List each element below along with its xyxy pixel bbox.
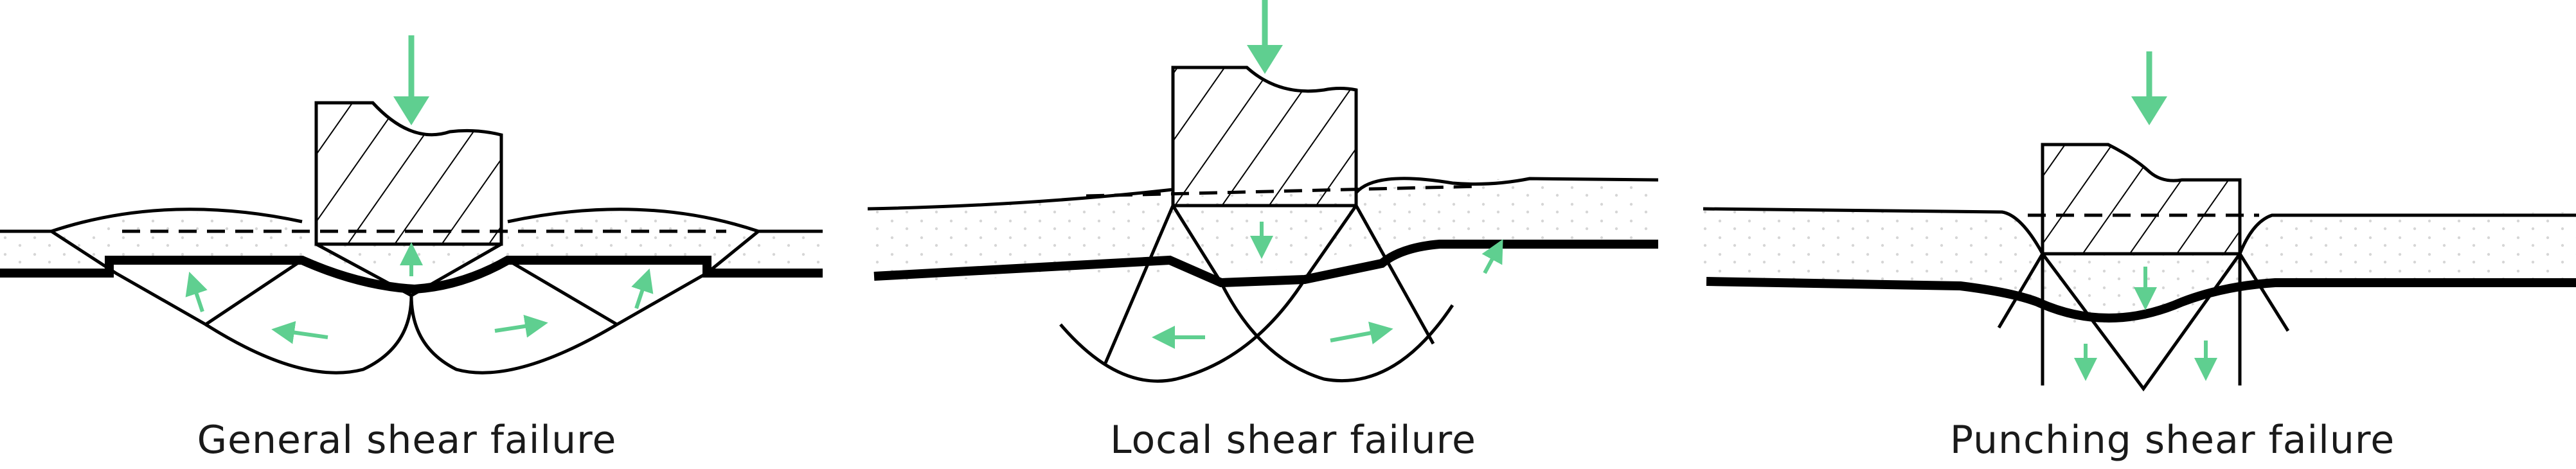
local-shear-failure-figure <box>867 0 1659 383</box>
caption-local-shear-failure: Local shear failure <box>1110 418 1476 463</box>
general-shear-failure-figure <box>0 35 823 375</box>
local-failure-wedge <box>1171 204 1358 286</box>
general-footing <box>314 101 503 246</box>
general-ground-surface-right <box>507 208 823 233</box>
movement-arrow-icon <box>1481 239 1503 274</box>
local-ground-surface-left <box>867 188 1174 211</box>
down-arrow-head-icon <box>393 96 429 125</box>
punching-ground-surface-left <box>1703 207 2044 255</box>
caption-general-shear-failure: General shear failure <box>197 418 617 463</box>
movement-arrow-icon <box>271 321 328 344</box>
movement-arrow-icon <box>1330 321 1393 345</box>
down-arrow-head-icon <box>1247 45 1283 74</box>
punching-failure-wedge <box>2041 252 2242 392</box>
local-original-ground-dashed <box>1086 184 1479 198</box>
movement-arrow-icon <box>494 314 548 338</box>
caption-punching-shear-failure: Punching shear failure <box>1949 418 2395 463</box>
punching-shear-failure-figure <box>1703 51 2576 392</box>
punching-ground-surface-right <box>2238 213 2576 254</box>
general-sand-layer <box>0 213 823 267</box>
movement-arrow-icon <box>185 271 208 312</box>
down-arrow-head-icon <box>2131 96 2167 125</box>
general-ground-surface-left <box>0 208 303 233</box>
general-failure-surface-right <box>409 230 760 375</box>
movement-arrow-icon <box>631 268 654 309</box>
general-bearing-stratum <box>0 256 823 294</box>
punching-bearing-stratum <box>1706 277 2576 323</box>
punching-footing <box>2041 143 2242 256</box>
local-failure-surface-right <box>1219 281 1454 383</box>
general-failure-surface-left <box>50 229 413 375</box>
punching-sand-layer <box>1703 209 2576 328</box>
local-ground-surface-right <box>1355 177 1659 194</box>
local-failure-surface-left <box>1059 278 1307 383</box>
local-footing <box>1171 66 1358 208</box>
